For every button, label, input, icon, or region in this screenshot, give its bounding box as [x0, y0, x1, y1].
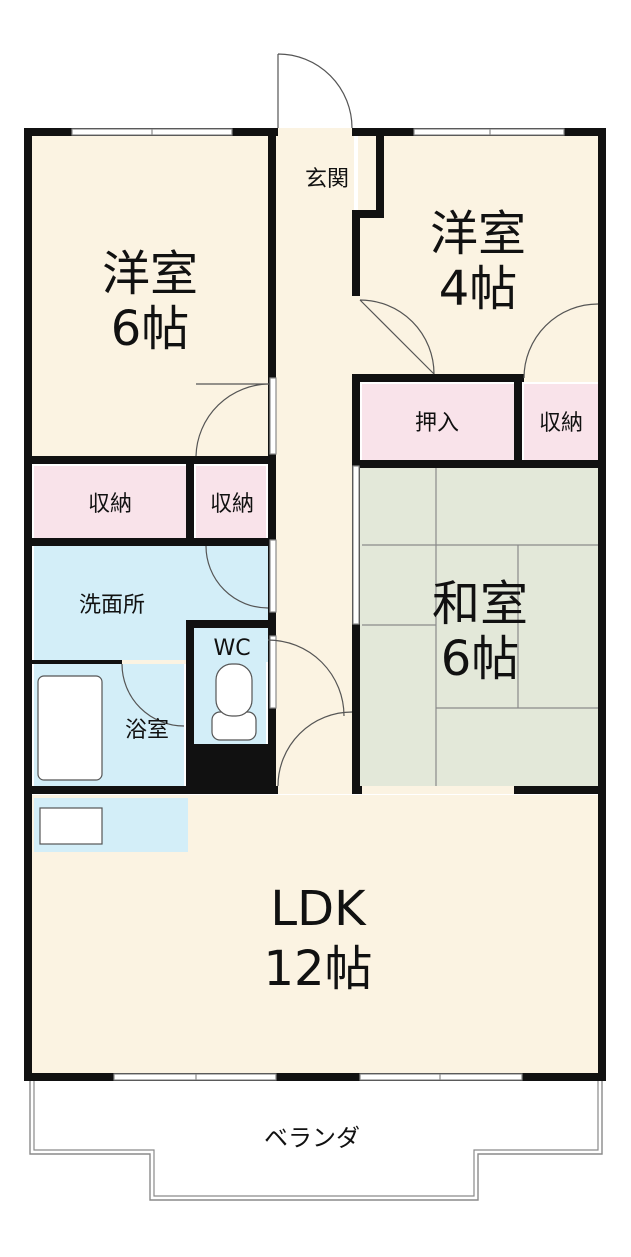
storage-left-1-label: 収納	[88, 492, 132, 517]
bathroom-label: 浴室	[125, 718, 169, 743]
washroom-label: 洗面所	[79, 593, 145, 618]
sink-icon	[39, 807, 103, 845]
veranda-outline	[29, 1081, 603, 1201]
room-ldk-size: 12帖	[263, 941, 372, 997]
oshiire-label: 押入	[415, 411, 459, 436]
storage-left-2-label: 収納	[210, 492, 254, 517]
room-western-small-size: 4帖	[439, 261, 518, 317]
room-japanese	[360, 466, 598, 790]
room-western-large-size: 6帖	[111, 301, 190, 357]
hallway	[276, 134, 354, 790]
toilet-icon	[211, 663, 257, 741]
bathtub-icon	[37, 675, 103, 781]
storage-right-label: 収納	[539, 411, 583, 436]
entrance-label: 玄関	[305, 167, 349, 192]
room-western-small	[358, 134, 600, 378]
room-ldk-name: LDK	[270, 881, 367, 937]
toilet-label: WC	[213, 636, 250, 661]
room-western-large-name: 洋室	[102, 246, 198, 302]
room-western-large	[30, 134, 270, 460]
storage-left-1	[34, 466, 186, 538]
door-swings	[121, 53, 599, 787]
tatami-lines	[362, 468, 598, 788]
storage-left-2	[196, 466, 266, 538]
door-gaps	[122, 128, 598, 794]
windows	[71, 128, 565, 1081]
room-western-small-name: 洋室	[430, 206, 526, 262]
room-japanese-size: 6帖	[441, 631, 520, 687]
oshiire	[362, 384, 514, 462]
storage-right	[524, 384, 598, 462]
veranda-label: ベランダ	[264, 1124, 360, 1152]
room-japanese-name: 和室	[432, 576, 528, 632]
